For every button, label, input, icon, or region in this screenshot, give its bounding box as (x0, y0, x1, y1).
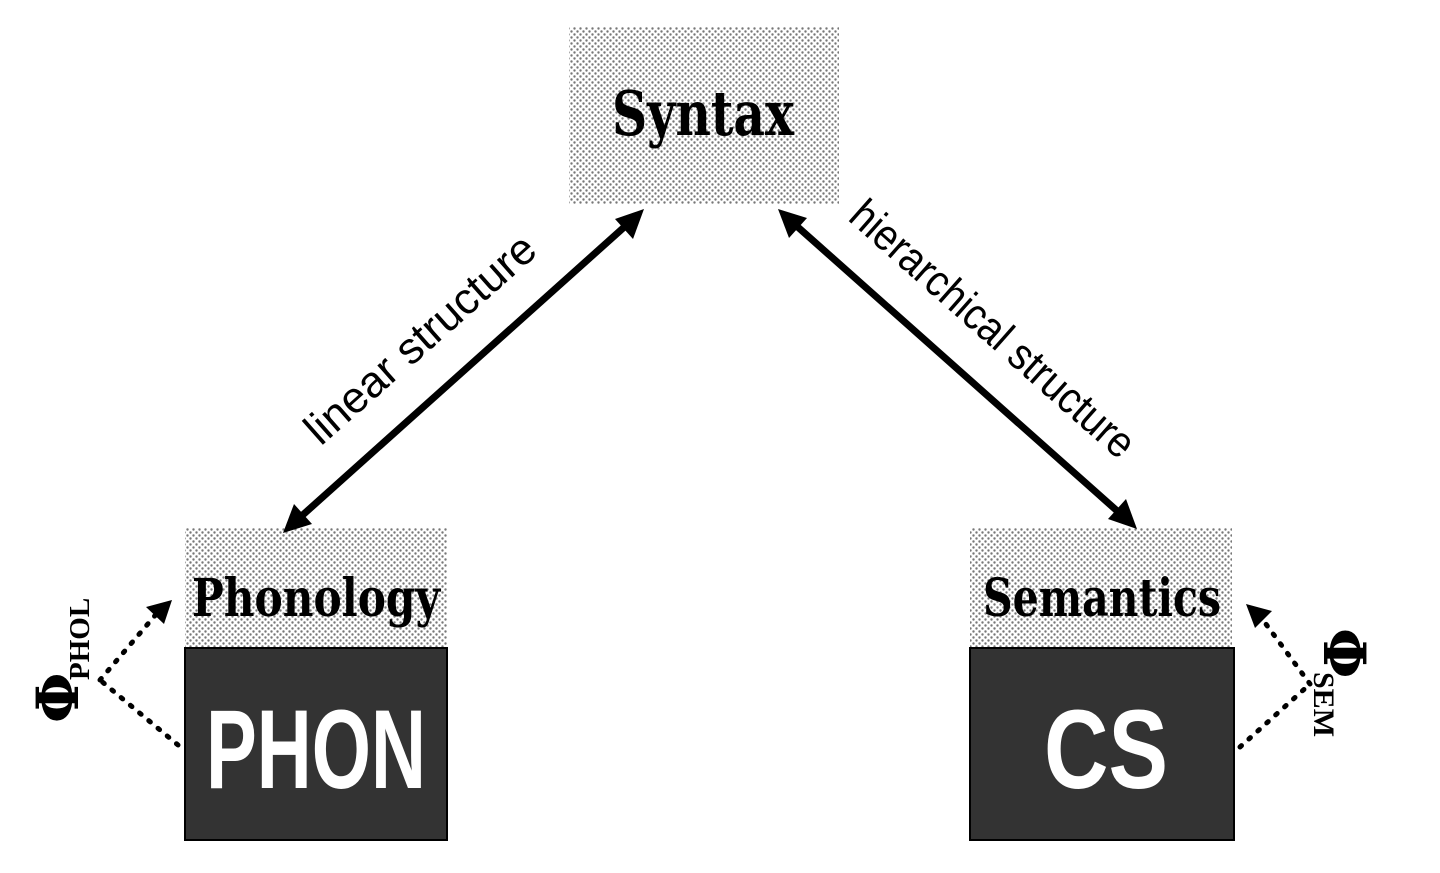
cs-box (969, 647, 1235, 841)
linear-structure-arrow (283, 209, 644, 533)
right-arrow-head-top (778, 209, 807, 238)
cs-node: CS (969, 647, 1235, 841)
semantics-box (970, 528, 1232, 648)
phon-box (184, 647, 448, 841)
cs-label: CS (1044, 687, 1168, 812)
semantics-label: Semantics (983, 568, 1221, 629)
sem-phi-symbol: Φ (1310, 628, 1378, 679)
right-arrow-head-bottom (1108, 499, 1137, 529)
semantics-node: Semantics (970, 528, 1232, 648)
phol-interface-label: Φ PHOL (24, 598, 96, 723)
sem-subscript: SEM (1307, 672, 1340, 737)
linear-structure-label: linear structure (295, 224, 546, 454)
phol-arrow-head (146, 600, 172, 624)
phol-dotted-upper (97, 609, 161, 683)
phol-subscript: PHOL (64, 598, 96, 680)
hierarchical-structure-arrow (778, 209, 1137, 529)
right-arrow-shaft (788, 218, 1127, 520)
sem-dotted-lower (1237, 681, 1313, 750)
sem-interface-arrow (1237, 604, 1313, 750)
left-arrow-head-bottom (283, 504, 312, 533)
left-arrow-shaft (293, 218, 634, 524)
phol-dotted-lower (97, 677, 181, 748)
phonology-label: Phonology (192, 568, 441, 629)
phol-interface-arrow (97, 600, 181, 748)
phonology-node: Phonology (185, 528, 447, 648)
syntax-node: Syntax (569, 27, 839, 204)
syntax-box (569, 27, 839, 204)
phonology-box (185, 528, 447, 648)
phon-node: PHON (184, 647, 448, 841)
phon-label: PHON (206, 687, 426, 812)
left-arrow-head-top (615, 209, 644, 239)
phol-phi-symbol: Φ (24, 672, 92, 723)
sem-dotted-upper (1257, 613, 1313, 687)
sem-arrow-head (1246, 604, 1272, 628)
syntax-label: Syntax (612, 77, 795, 150)
sem-interface-label: Φ SEM (1307, 628, 1378, 737)
hierarchical-structure-label: hierarchical structure (840, 190, 1145, 468)
